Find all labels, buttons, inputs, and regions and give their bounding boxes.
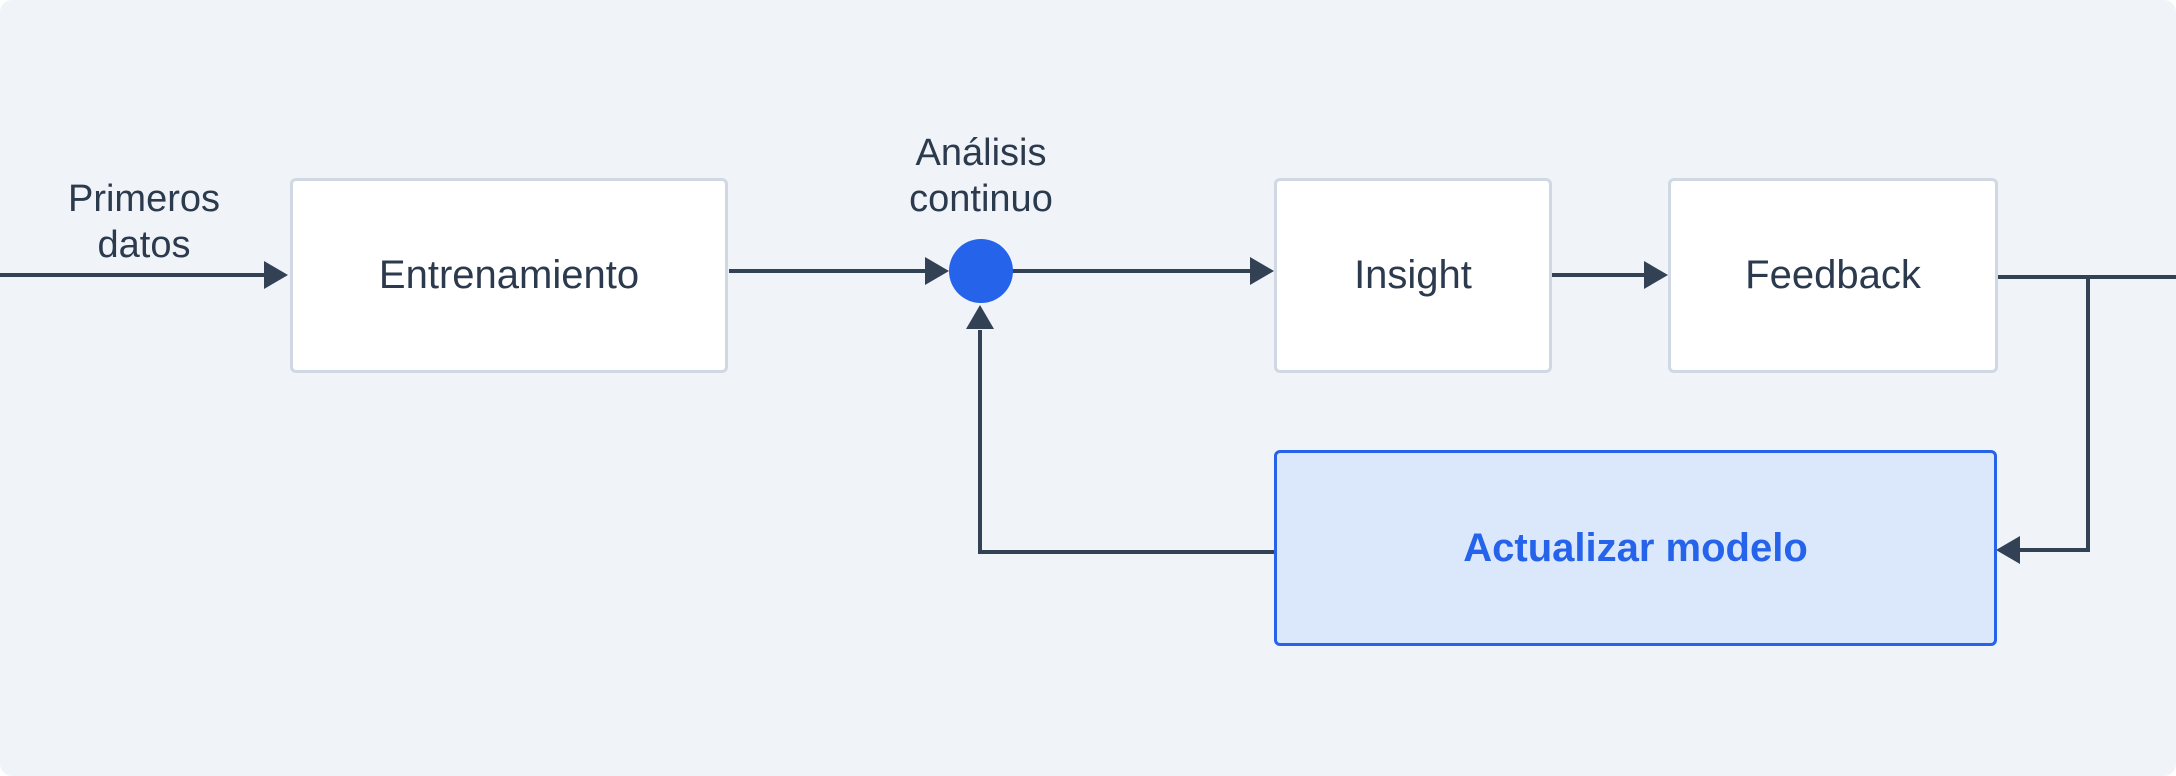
training-to-node-arrowhead	[925, 257, 949, 285]
update-loop-arrowhead	[966, 305, 994, 329]
insight-to-feedback-arrowhead	[1644, 261, 1668, 289]
node-to-insight-arrowhead	[1250, 257, 1274, 285]
analysis-node	[949, 239, 1013, 303]
insight-box: Insight	[1274, 178, 1552, 373]
feedback-box: Feedback	[1668, 178, 1998, 373]
update-loop-line	[978, 330, 1274, 554]
training-box-label: Entrenamiento	[378, 253, 640, 297]
update-model-box: Actualizar modelo	[1274, 450, 1997, 646]
feedback-loop-arrowhead	[1996, 536, 2020, 564]
input-label: Primeros datos	[67, 178, 221, 266]
update-model-box-label: Actualizar modelo	[1463, 525, 1808, 570]
feedback-loop-line	[2016, 277, 2090, 552]
training-box: Entrenamiento	[290, 178, 728, 373]
insight-box-label: Insight	[1354, 253, 1472, 297]
feedback-box-label: Feedback	[1745, 253, 1921, 297]
input-arrowhead	[264, 261, 288, 289]
analysis-node-label: Análisis continuo	[909, 132, 1053, 220]
